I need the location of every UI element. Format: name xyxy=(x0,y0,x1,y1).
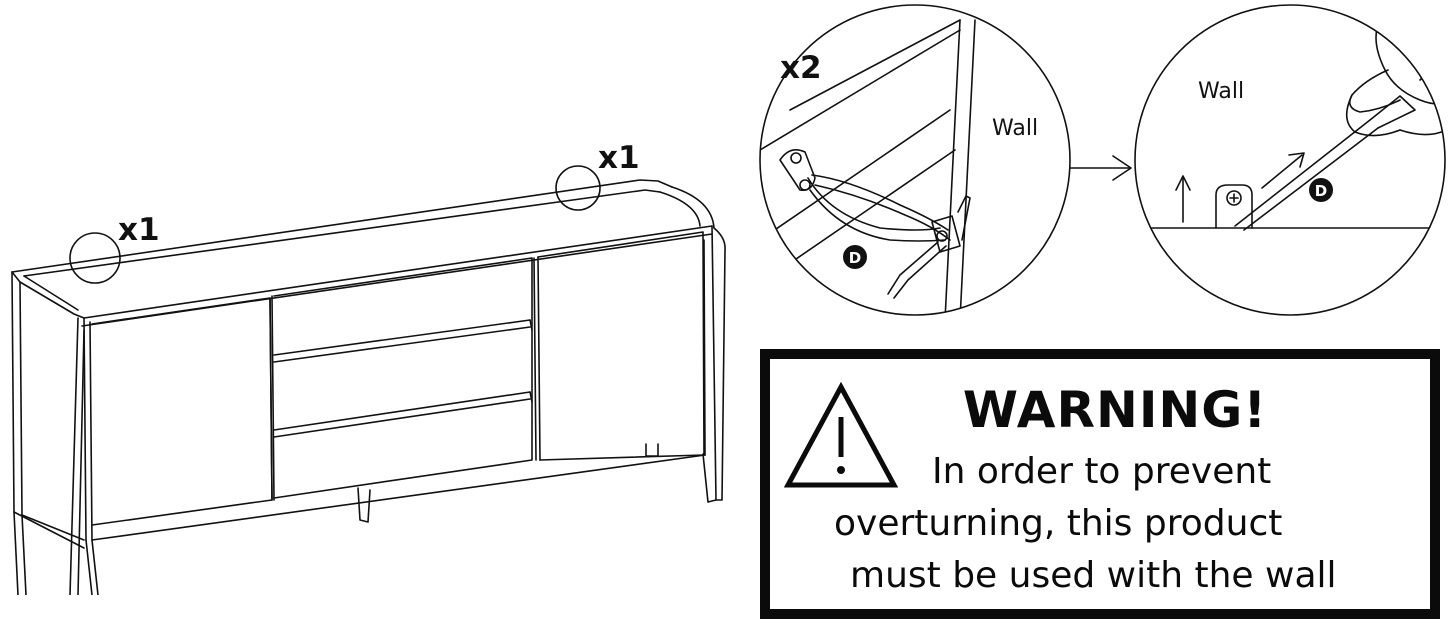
warning-line-1: In order to prevent xyxy=(932,451,1272,492)
qty-label-left: x1 xyxy=(118,212,160,248)
qty-label-right: x1 xyxy=(598,140,640,176)
arrow-right-icon xyxy=(1070,155,1132,181)
warning-line-3: must be used with the wall xyxy=(850,555,1337,596)
warning-box: WARNING! In order to prevent overturning… xyxy=(760,349,1440,619)
wall-label-right: Wall xyxy=(1198,79,1244,104)
warning-title: WARNING! xyxy=(962,381,1268,439)
part-d-label-right: D xyxy=(1315,182,1327,200)
callout-circle-right xyxy=(555,165,601,211)
arrow-up-icon xyxy=(1175,175,1191,223)
arrow-diagonal-icon xyxy=(1261,152,1305,189)
detail-screw-circle xyxy=(1134,4,1446,316)
sideboard-drawing xyxy=(11,179,726,595)
qty-label-strap: x2 xyxy=(780,50,822,86)
part-d-label-left: D xyxy=(849,249,861,267)
detail-strap-circle xyxy=(759,4,1071,316)
warning-triangle-icon xyxy=(783,381,899,488)
warning-line-2: overturning, this product xyxy=(834,503,1283,544)
callout-circle-left xyxy=(69,232,121,284)
assembly-diagram: x1 x1 x2 Wall Wall D D xyxy=(11,4,1446,595)
wall-label-left: Wall xyxy=(992,116,1038,141)
